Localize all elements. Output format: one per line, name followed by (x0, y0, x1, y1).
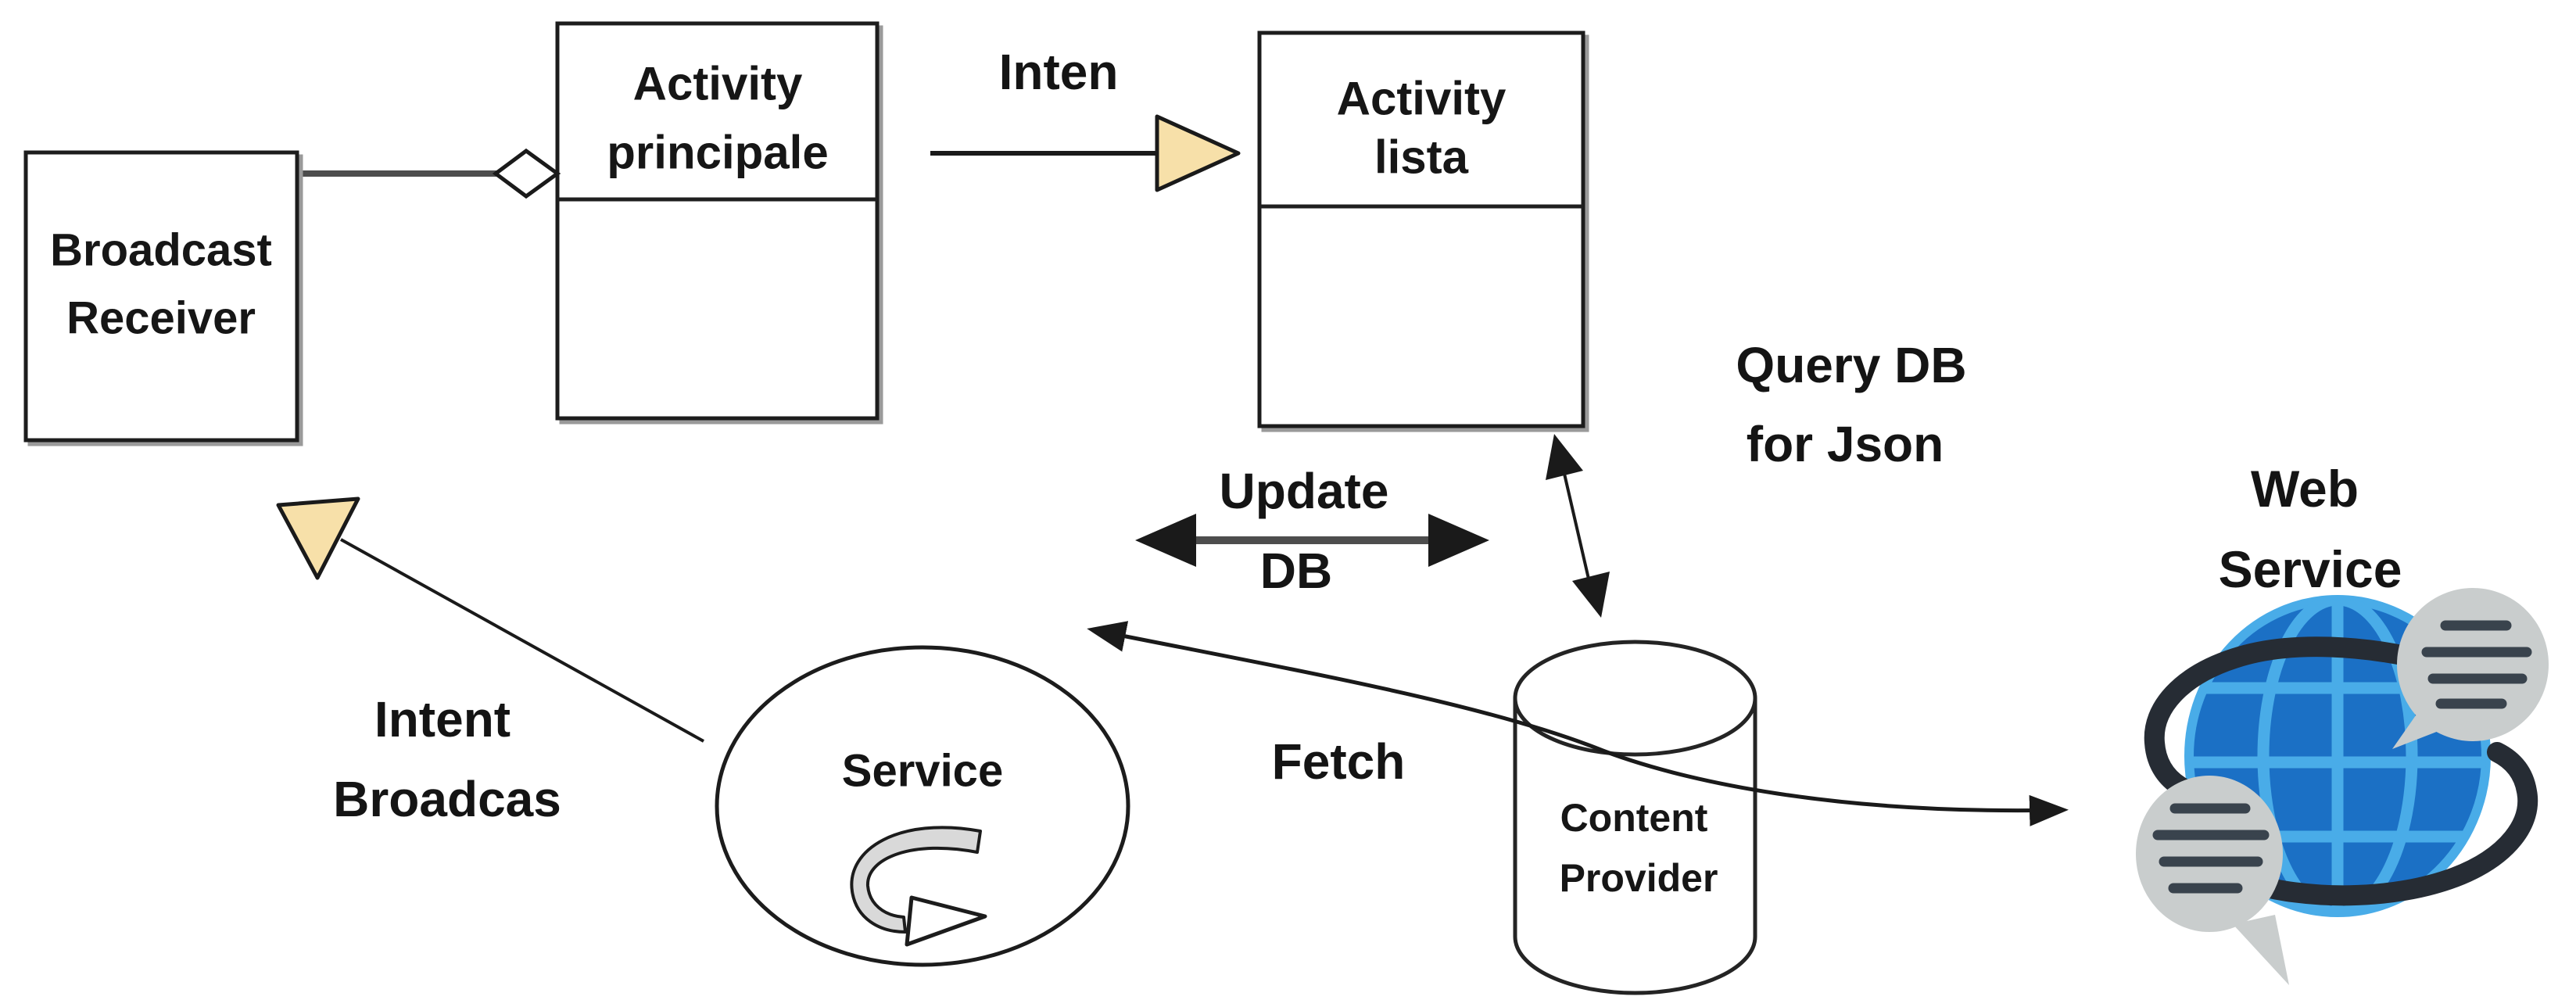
content-provider-label-line2: Provider (1560, 856, 1718, 900)
intent-broadcast-label-line2: Broadcas (333, 771, 561, 827)
update-db-arrowhead-right-icon (1428, 514, 1489, 567)
activity-lista-label-line1: Activity (1337, 73, 1507, 125)
intent-broadcast-line (340, 538, 704, 743)
web-service-label-line2: Service (2219, 540, 2402, 598)
activity-lista-box (1257, 30, 1585, 428)
activity-lista-label-line2: lista (1374, 131, 1469, 184)
update-db-label-line1: Update (1220, 463, 1389, 519)
query-db-label-line1: Query DB (1736, 337, 1966, 393)
intent-edge-label: Inten (999, 44, 1119, 100)
activity-principale-label-line2: principale (607, 127, 828, 179)
web-service-label-line1: Web (2251, 460, 2359, 518)
fetch-edge-label: Fetch (1272, 733, 1406, 790)
content-provider-label-line1: Content (1560, 796, 1708, 840)
broadcast-receiver-label-line2: Receiver (66, 293, 256, 344)
update-db-label-line2: DB (1260, 543, 1332, 599)
activity-principale-label-line1: Activity (633, 58, 803, 110)
service-label: Service (842, 746, 1003, 797)
query-db-label-line2: for Json (1747, 416, 1944, 472)
aggregation-diamond-icon (492, 148, 561, 199)
intent-broadcast-label-line1: Intent (374, 691, 511, 747)
rotation-arrow-icon (850, 826, 987, 947)
broadcast-receiver-box (23, 150, 299, 443)
activity-principale-box (555, 21, 880, 421)
intent-arrowhead-icon (1155, 114, 1241, 192)
query-db-arrowhead-up-icon (1546, 434, 1583, 480)
intent-broadcast-arrowhead-icon (276, 496, 360, 580)
fetch-arrow-curve (1087, 621, 2069, 826)
speech-bubble-icon (2136, 776, 2289, 985)
query-db-arrowhead-down-icon (1572, 572, 1610, 618)
broadcast-receiver-label-line1: Broadcast (50, 225, 272, 276)
speech-bubble-icon (2392, 588, 2549, 749)
update-db-arrowhead-left-icon (1135, 514, 1196, 567)
